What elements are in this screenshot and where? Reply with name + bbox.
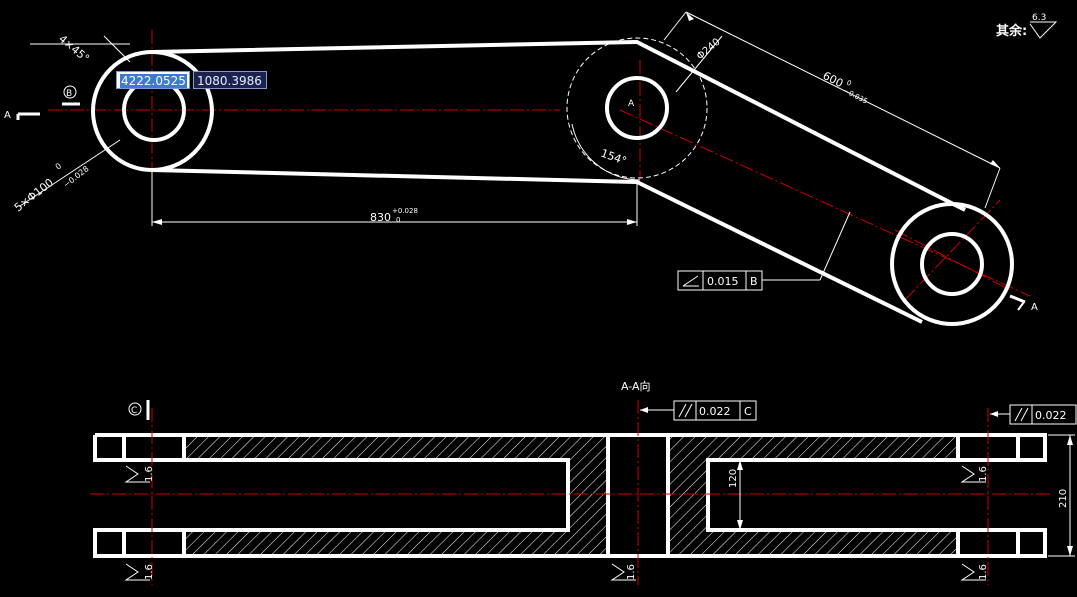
tolerance-frame-angularity: 0.015 B: [677, 270, 763, 291]
length-830-label: 830: [370, 211, 391, 224]
length-600-lower: −0.035: [842, 87, 869, 106]
centerlines-section: [90, 400, 1050, 585]
dim-210-label: 210: [1058, 489, 1069, 508]
datum-a-right: A: [1009, 294, 1038, 313]
length-600-upper: 0: [845, 79, 853, 88]
pitch-circle-240: [566, 37, 708, 179]
datum-b-marker: B: [62, 85, 80, 106]
section-view: A-A向: [90, 379, 1077, 585]
hole-dim-upper: 0: [54, 161, 64, 171]
roughness-value: 6.3: [1032, 13, 1046, 23]
length-830-lower: 0: [396, 216, 400, 224]
roughness-1-6-d: 1.6: [978, 466, 989, 482]
datum-c-letter: C: [131, 406, 137, 416]
hole-dim-lower: −0.028: [62, 164, 91, 189]
tolerance-frame-parallel-right: 0.022: [990, 404, 1077, 425]
tolerance-frame-parallel-c: 0.022 C: [640, 400, 757, 421]
coord-y-input[interactable]: 1080.3986: [193, 71, 267, 89]
datum-b-letter: B: [66, 89, 72, 99]
roughness-label: 其余:: [996, 23, 1027, 39]
roughness-note: 其余: 6.3: [996, 13, 1058, 39]
roughness-symbols: [124, 465, 986, 581]
section-outline: [93, 433, 1047, 558]
parallel-c-datum: C: [744, 405, 752, 418]
datum-a-left: A: [4, 110, 40, 121]
datum-a-right-letter: A: [1031, 302, 1038, 313]
coord-x-input[interactable]: 4222.0525: [116, 71, 190, 89]
roughness-1-6-e: 1.6: [978, 564, 989, 580]
diameter-240-label: Φ240: [695, 37, 723, 63]
length-830-upper: +0.028: [392, 207, 418, 215]
link-outline: [91, 40, 1014, 326]
datum-a-left-letter: A: [4, 110, 11, 121]
view-label: A-A向: [621, 379, 651, 393]
datum-c-marker: C: [128, 400, 150, 420]
parallel-c-value: 0.022: [699, 405, 731, 418]
roughness-1-6-b: 1.6: [144, 564, 155, 580]
hole-dim-prefix: 5×Φ100: [12, 176, 56, 214]
roughness-1-6-c: 1.6: [626, 564, 637, 580]
dim-arrows-section: [737, 435, 1073, 556]
length-600-label: 600: [821, 69, 846, 90]
section-hatching: [184, 436, 956, 554]
dimension-lines-section: [739, 434, 1075, 557]
angularity-datum: B: [750, 275, 758, 288]
chamfer-label: 4×45°: [56, 32, 92, 65]
coord-x-value: 4222.0525: [120, 74, 187, 88]
angle-154-label: 154°: [599, 147, 628, 168]
parallel-right-value: 0.022: [1035, 409, 1067, 422]
top-view: A B A A 4×45° 5×Φ100 0 −0.028 Φ240 600 0…: [4, 11, 1058, 326]
angularity-value: 0.015: [707, 275, 739, 288]
dimension-lines-top: [19, 11, 1001, 281]
dim-120-label: 120: [728, 469, 739, 488]
roughness-1-6-a: 1.6: [144, 466, 155, 482]
datum-a-center-letter: A: [628, 99, 635, 109]
dim-arrows-top: [152, 12, 1000, 225]
